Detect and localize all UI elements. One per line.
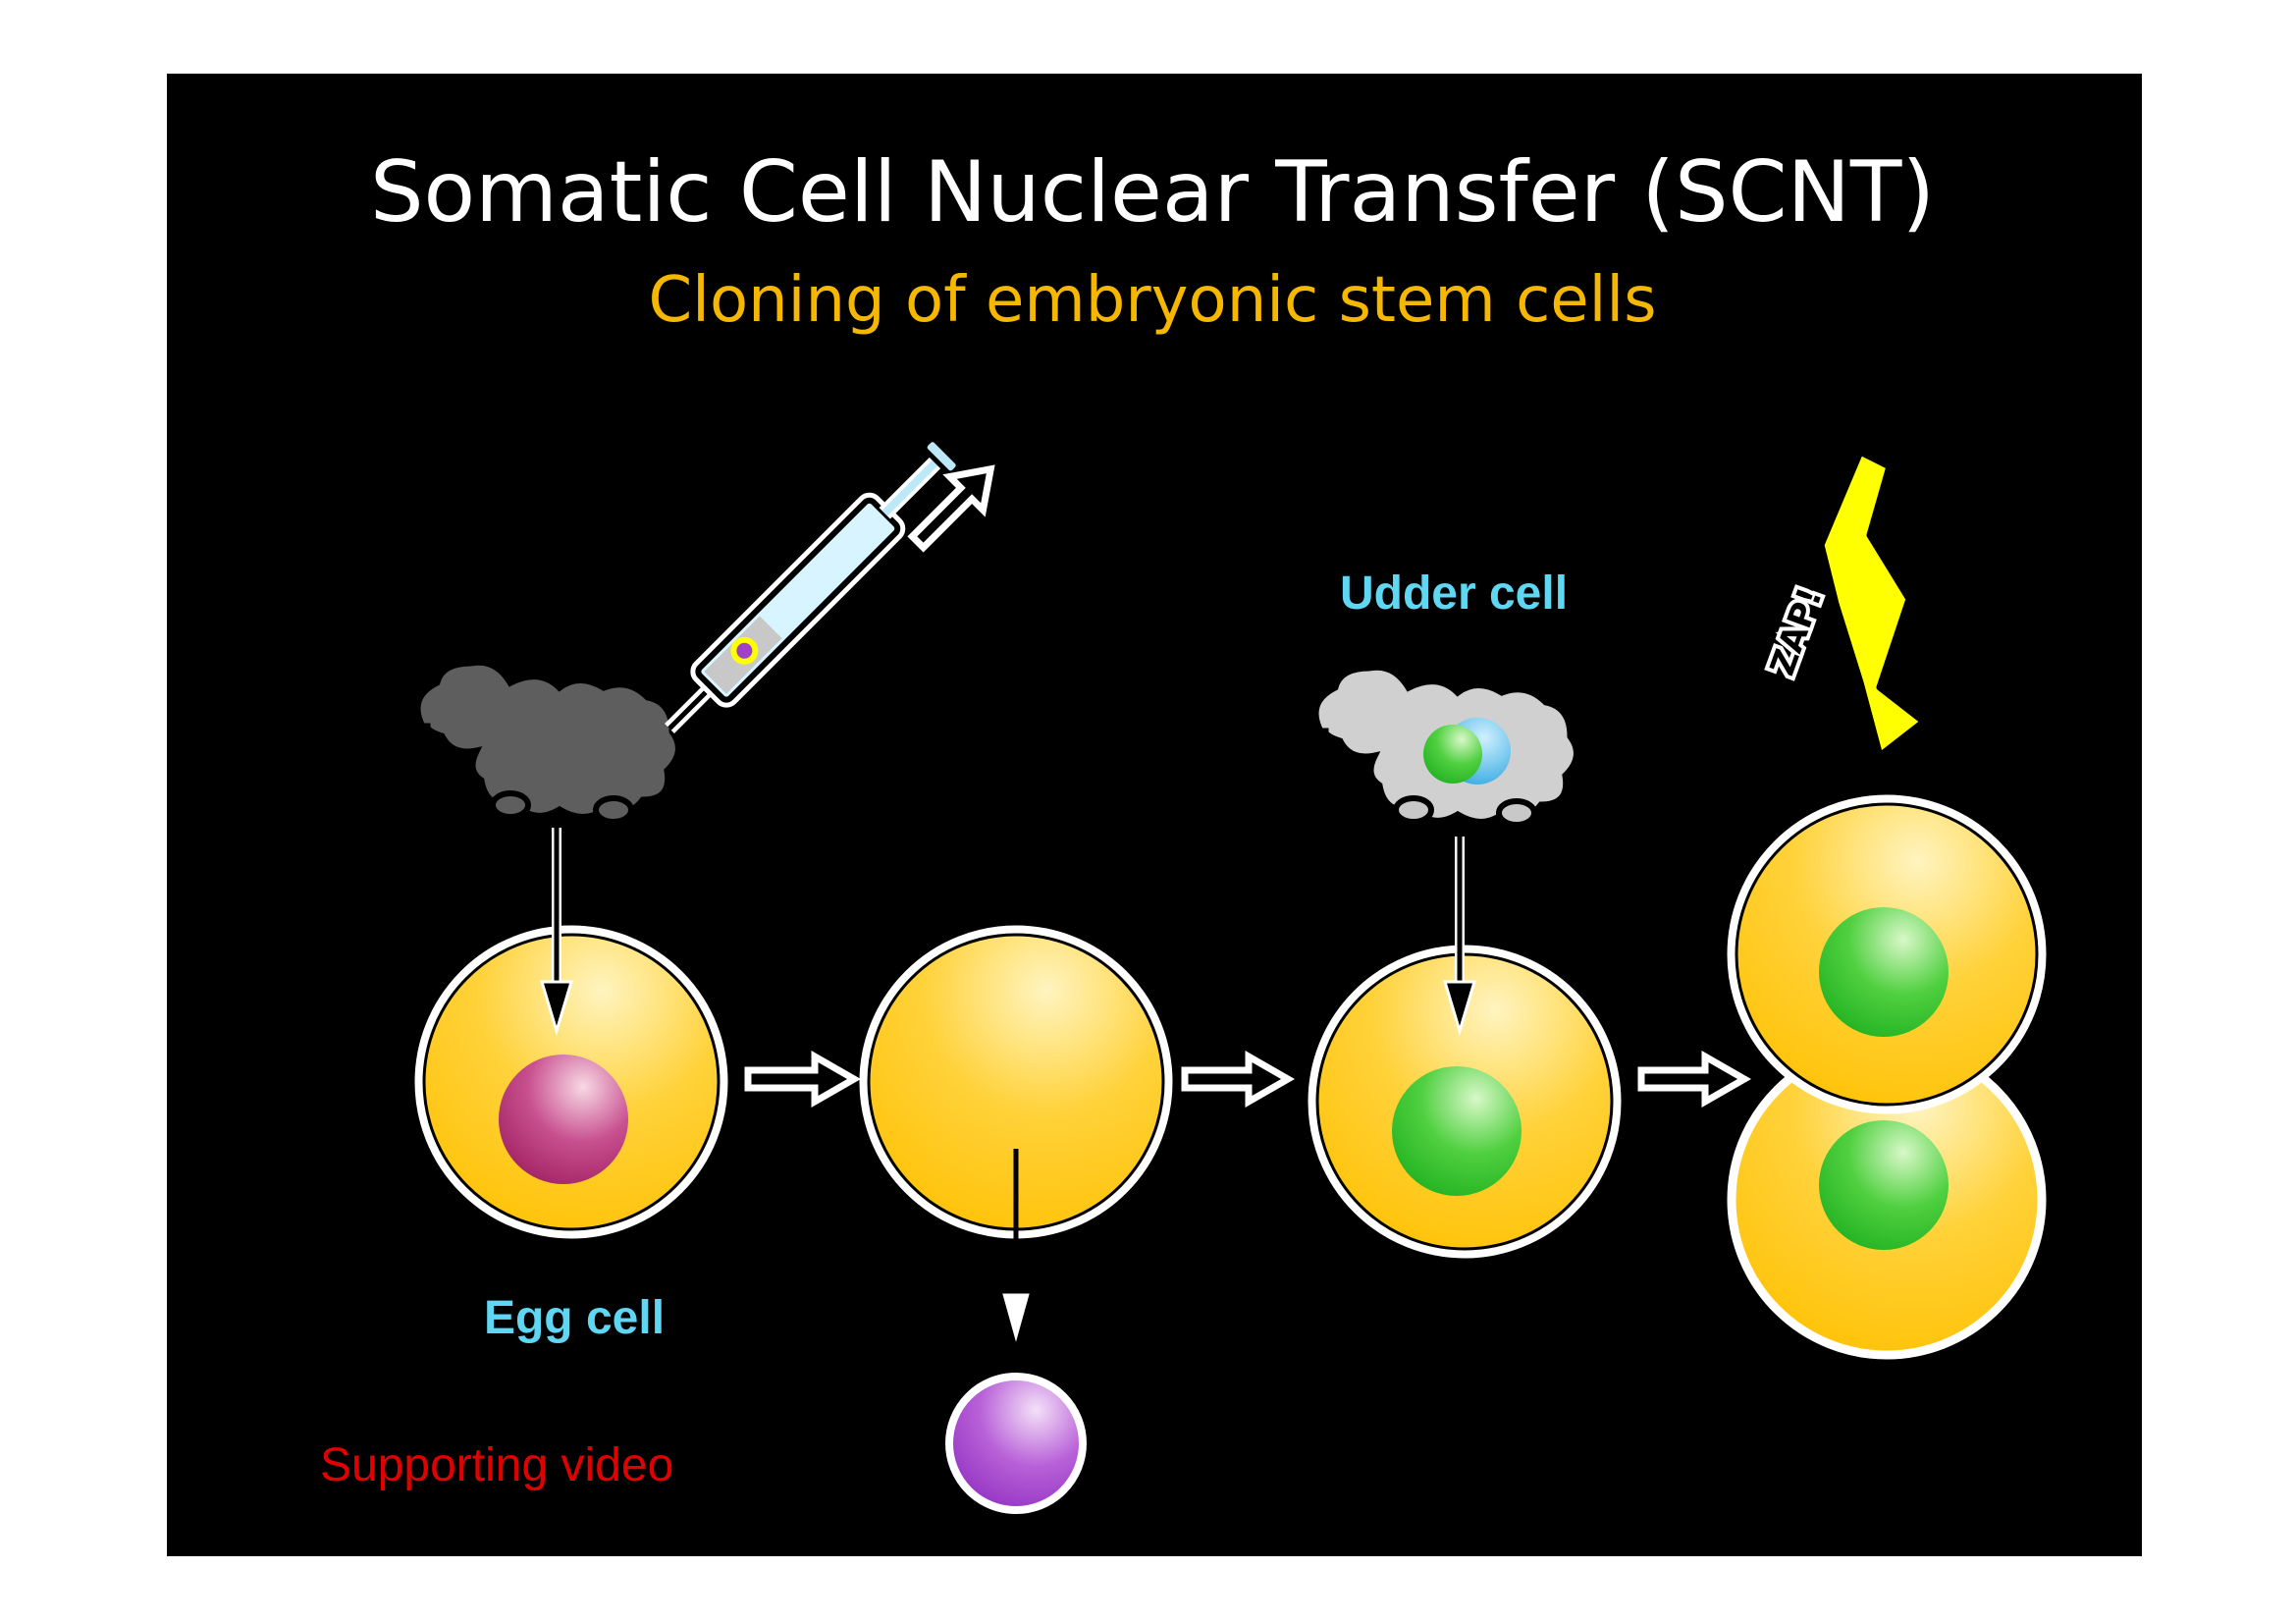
down-arrow-icon — [995, 1149, 1037, 1361]
dividing-embryo — [1727, 794, 2047, 1360]
egg-cell-label: Egg cell — [484, 1292, 665, 1344]
light-sheep-icon — [1311, 663, 1580, 828]
dark-sheep-icon — [413, 658, 682, 825]
down-arrow-icon — [1442, 837, 1477, 1037]
egg-nucleus — [499, 1055, 628, 1184]
removed-nucleus — [945, 1373, 1087, 1514]
right-arrow-icon — [1637, 1050, 1752, 1109]
down-arrow-icon — [539, 828, 574, 1037]
syringe-icon — [665, 437, 961, 733]
udder-cell-label: Udder cell — [1340, 568, 1568, 620]
right-arrow-icon — [744, 1050, 862, 1109]
egg-cell — [414, 925, 728, 1239]
embryo-nucleus-bottom — [1819, 1120, 1949, 1250]
slide-title: Somatic Cell Nuclear Transfer (SCNT) — [370, 143, 1935, 242]
donor-nucleus — [1392, 1066, 1522, 1196]
enucleated-egg-cell — [859, 925, 1173, 1239]
embryo-nucleus-top — [1819, 907, 1949, 1037]
slide-subtitle: Cloning of embryonic stem cells — [648, 264, 1656, 337]
right-arrow-icon — [1181, 1050, 1296, 1109]
supporting-video-link[interactable]: Supporting video — [320, 1439, 673, 1491]
pull-arrow-icon — [907, 464, 995, 553]
